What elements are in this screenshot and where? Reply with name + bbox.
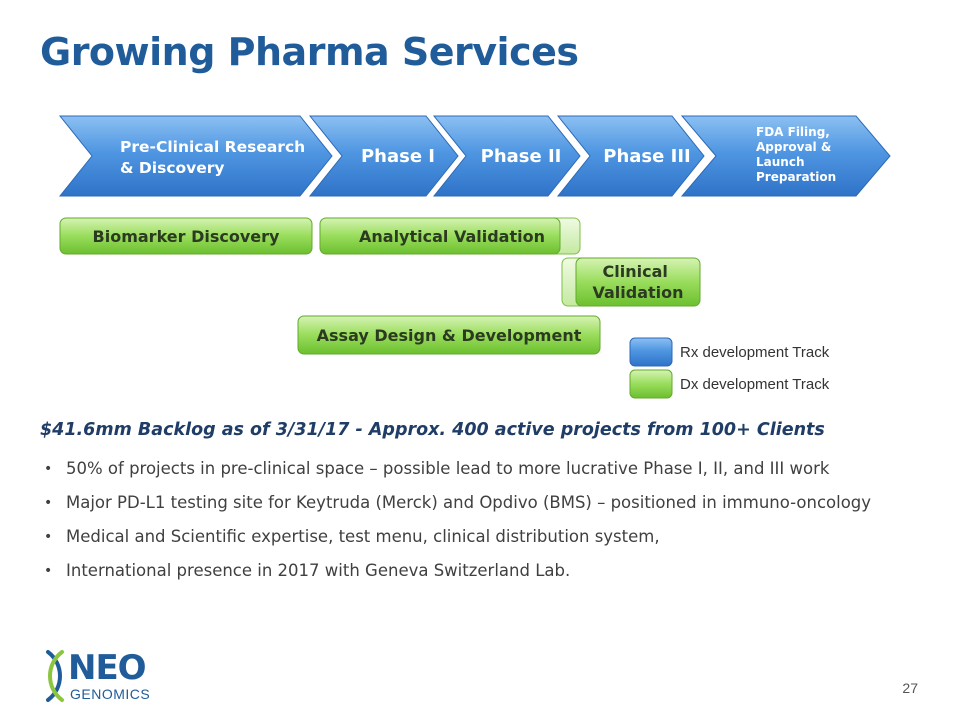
bullet-dot: • bbox=[44, 563, 53, 579]
bullet-text: Major PD-L1 testing site for Keytruda (M… bbox=[66, 493, 872, 512]
legend-label-dx: Dx development Track bbox=[680, 376, 830, 393]
phase-label: Phase II bbox=[481, 146, 562, 167]
phase-label: Approval & bbox=[756, 140, 831, 154]
neogenomics-logo: NEO GENOMICS bbox=[40, 648, 190, 704]
phase-chevron-preclinical: Pre-Clinical Research & Discovery bbox=[58, 115, 333, 197]
phase-chevron-phase1: Phase I bbox=[308, 115, 459, 197]
phase-chevron-phase2: Phase II bbox=[432, 115, 581, 197]
box-analytical-validation: Analytical Validation bbox=[319, 217, 561, 255]
phase-label: Phase I bbox=[361, 146, 435, 167]
box-biomarker-discovery: Biomarker Discovery bbox=[59, 217, 313, 255]
phase-label: Phase III bbox=[603, 146, 690, 167]
bullet-item: • Major PD-L1 testing site for Keytruda (… bbox=[40, 486, 940, 520]
bullet-text: Medical and Scientific expertise, test m… bbox=[66, 527, 660, 546]
logo-text-genomics: GENOMICS bbox=[70, 686, 151, 702]
phase-label: & Discovery bbox=[120, 159, 225, 177]
phase-chevron-fda: FDA Filing, Approval & Launch Preparatio… bbox=[680, 115, 891, 197]
phase-label: Pre-Clinical Research bbox=[120, 138, 305, 156]
svg-text:FDA Filing, Approval &: FDA Filing, Approval & Launch Preparatio… bbox=[756, 125, 836, 184]
phase-label: FDA Filing, bbox=[756, 125, 830, 139]
bullet-item: • 50% of projects in pre-clinical space –… bbox=[40, 452, 940, 486]
bullet-item: • Medical and Scientific expertise, test … bbox=[40, 520, 940, 554]
box-assay-design: Assay Design & Development bbox=[297, 315, 601, 355]
bullet-dot: • bbox=[44, 529, 53, 545]
svg-text:Pre-Clinical Research &: Pre-Clinical Research & Discovery bbox=[120, 138, 311, 177]
logo-text-neo: NEO bbox=[68, 648, 147, 688]
box-label: Assay Design & Development bbox=[317, 326, 582, 345]
bullet-text: International presence in 2017 with Gene… bbox=[66, 561, 571, 580]
bullet-text: 50% of projects in pre-clinical space – … bbox=[66, 459, 830, 478]
bullet-item: • International presence in 2017 with Gen… bbox=[40, 554, 940, 588]
page-number: 27 bbox=[902, 680, 918, 696]
legend: Rx development Track Dx development Trac… bbox=[629, 337, 830, 399]
bullet-list: • 50% of projects in pre-clinical space –… bbox=[40, 452, 940, 588]
bullet-dot: • bbox=[44, 495, 53, 511]
phase-label: Preparation bbox=[756, 170, 836, 184]
backlog-headline: $41.6mm Backlog as of 3/31/17 - Approx. … bbox=[40, 420, 825, 440]
pharma-pipeline-diagram: Pre-Clinical Research & Discovery Phase … bbox=[58, 115, 891, 399]
slide-title: Growing Pharma Services bbox=[40, 30, 579, 74]
box-label: Biomarker Discovery bbox=[93, 227, 280, 246]
box-label: Clinical bbox=[603, 262, 668, 281]
svg-text:Clinical Validation: Clinical Validation bbox=[592, 262, 683, 302]
legend-swatch-dx bbox=[629, 369, 673, 399]
box-label: Validation bbox=[592, 283, 683, 302]
phase-label: Launch bbox=[756, 155, 805, 169]
dna-helix-icon bbox=[46, 650, 64, 702]
box-label: Analytical Validation bbox=[359, 227, 545, 246]
legend-label-rx: Rx development Track bbox=[680, 344, 830, 361]
legend-swatch-rx bbox=[629, 337, 673, 367]
box-clinical-validation: Clinical Validation bbox=[575, 257, 701, 307]
phase-chevron-phase3: Phase III bbox=[556, 115, 705, 197]
bullet-dot: • bbox=[44, 461, 53, 477]
